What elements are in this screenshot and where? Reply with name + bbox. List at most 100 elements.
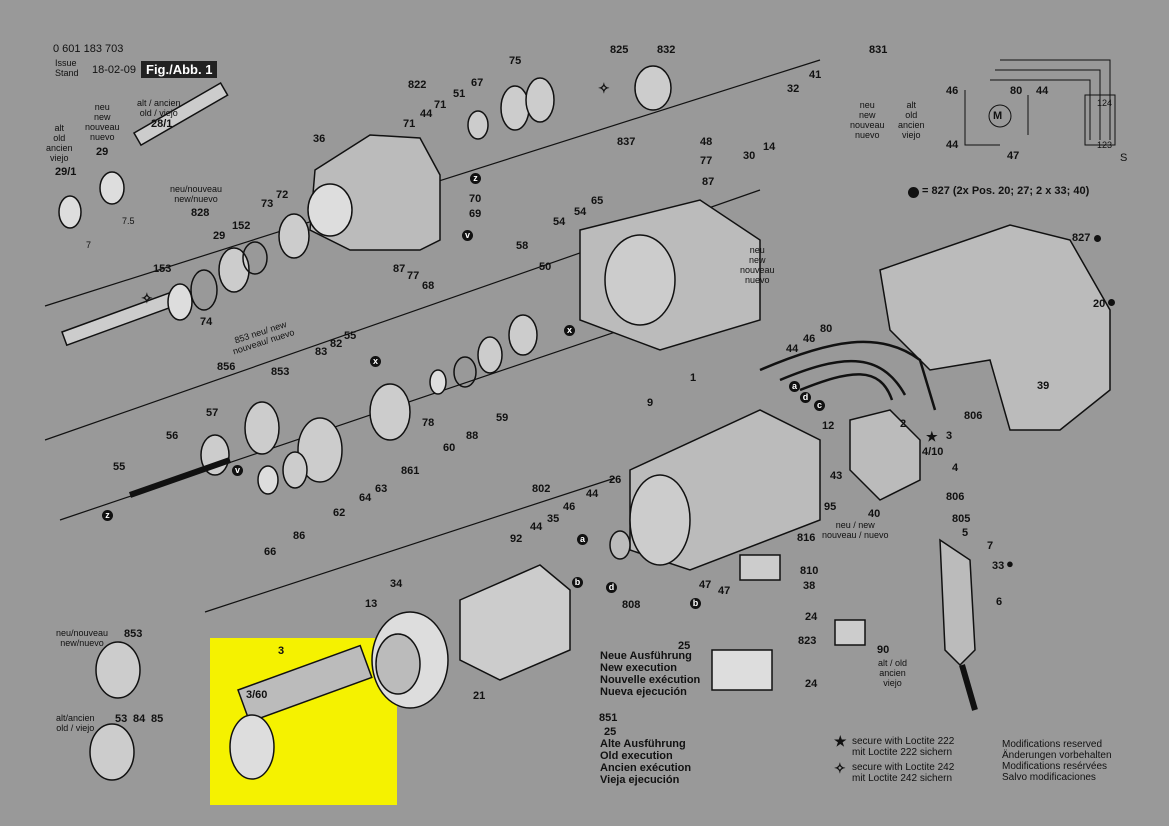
part-34: 34 [390,578,403,590]
note-old-top: alt / ancien old / viejo [137,98,181,118]
part-39: 39 [1037,380,1050,392]
part-59: 59 [496,412,509,424]
part-number: 0 601 183 703 [53,43,124,55]
marker-v-2: v [232,465,243,476]
gear-train [129,314,538,498]
part-4-10: 4/10 [922,446,944,458]
spindle-assembly [58,81,310,347]
execution-old: Alte Ausführung Old execution Ancien exé… [600,738,692,786]
modifications-note: Modifications reserved Änderungen vorbeh… [1002,739,1112,783]
marker-b: b [572,577,583,588]
part-38: 38 [803,580,816,592]
part-36: 36 [313,133,326,145]
marker-d: d [606,582,617,593]
part-823: 823 [798,635,817,647]
part-9: 9 [647,397,654,409]
part-88: 88 [466,430,479,442]
part-853-left: 853 [124,628,143,640]
part-7: 7 [987,540,994,552]
note-new-853-left: neu/nouveau new/nuevo [56,628,109,648]
note-new-831: neu new nouveau nuevo [850,100,885,140]
part-71b: 71 [434,99,447,111]
part-827: 827 [1072,232,1091,244]
part-87b: 87 [393,263,406,275]
dot-827-icon [1094,235,1101,242]
part-822: 822 [408,79,427,91]
part-53: 53 [115,713,128,725]
wiring [759,340,937,411]
part-1: 1 [690,372,697,384]
part-40: 40 [868,508,881,520]
switch-s-label: S [1120,152,1128,164]
part-73: 73 [261,198,274,210]
part-24b: 24 [805,678,818,690]
note-new-top: neu new nouveau nuevo [85,102,120,142]
dim-7: 7 [86,240,92,250]
marker-c: c [814,400,825,411]
part-47: 47 [718,585,731,597]
schematic-46: 46 [946,85,959,97]
part-30: 30 [743,150,756,162]
part-46-motor: 46 [563,501,576,513]
note-old-831: alt old ancien viejo [898,100,925,140]
switch-terminals-123: 123 [1097,140,1113,150]
part-28-1: 28/1 [151,118,173,130]
part-24a: 24 [805,611,818,623]
part-832: 832 [657,44,676,56]
part-85: 85 [151,713,164,725]
diamond-825-icon: ✧ [598,80,610,96]
part-63: 63 [375,483,388,495]
motor-parts [229,564,571,780]
schematic-44a: 44 [1036,85,1049,97]
part-62: 62 [333,507,346,519]
part-5: 5 [962,527,969,539]
marker-a: a [577,534,588,545]
handle-and-switch [89,224,1111,781]
part-83: 83 [315,346,328,358]
part-72: 72 [276,189,289,201]
part-853: 853 [271,366,290,378]
part-25b: 25 [604,726,617,738]
part-26: 26 [609,474,622,486]
part-57: 57 [206,407,219,419]
part-77b: 77 [407,270,420,282]
part-828: 828 [191,207,210,219]
part-60: 60 [443,442,456,454]
part-66: 66 [264,546,277,558]
part-861: 861 [401,465,420,477]
part-48: 48 [700,136,713,148]
part-29b: 29 [213,230,226,242]
part-29a: 29 [96,146,109,158]
part-86: 86 [293,530,306,542]
motor-symbol: M [993,110,1003,122]
marker-v: v [462,230,473,241]
note-new-828: neu/nouveau new/nuevo [170,184,223,204]
part-87a: 87 [702,176,715,188]
part-806b: 806 [946,491,965,503]
part-69: 69 [469,208,482,220]
switch-terminals-124: 124 [1097,98,1113,108]
part-51: 51 [453,88,466,100]
part-33: 33 [992,560,1005,572]
part-82: 82 [330,338,343,350]
schematic-47: 47 [1007,150,1020,162]
part-856: 856 [217,361,236,373]
loctite-242-note: secure with Loctite 242 mit Loctite 242 … [852,762,955,784]
part-67: 67 [471,77,484,89]
part-58: 58 [516,240,529,252]
marker-z-2: z [102,510,113,521]
note-old-90: alt / old ancien viejo [878,658,908,688]
marker-z: z [470,173,481,184]
part-77a: 77 [700,155,713,167]
wire-terminal-3: 3 [946,430,953,442]
part-55a: 55 [344,330,357,342]
part-47b: 47 [699,579,712,591]
diamond-153-icon: ✧ [141,290,153,306]
execution-new: Neue Ausführung New execution Nouvelle e… [600,650,701,698]
part-808: 808 [622,599,641,611]
part-54b: 54 [574,206,587,218]
part-152: 152 [232,220,251,232]
marker-d-2: d [800,392,811,403]
part-12: 12 [822,420,835,432]
part-153: 153 [153,263,172,275]
